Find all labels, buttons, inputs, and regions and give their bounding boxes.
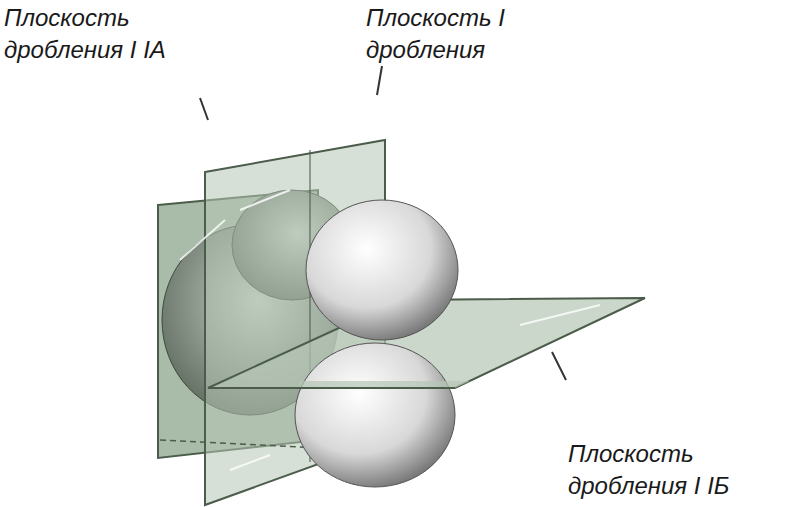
blastomere <box>295 343 455 487</box>
plane-label: Плоскость дробления I IA <box>4 2 204 66</box>
leader-line <box>200 98 208 120</box>
leader-line <box>552 352 566 380</box>
blastomere <box>306 200 458 340</box>
plane-label: Плоскость дробления I IБ <box>568 438 780 502</box>
leader-line <box>377 66 382 95</box>
plane-label: Плоскость I дробления <box>366 2 541 66</box>
